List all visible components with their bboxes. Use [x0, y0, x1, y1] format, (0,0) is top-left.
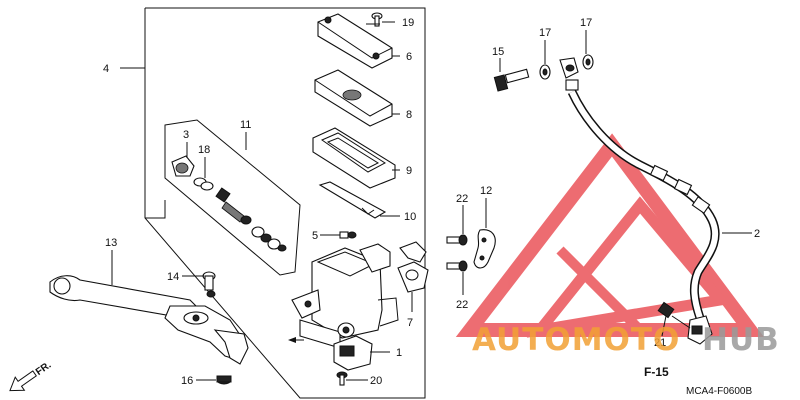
washer-17b	[582, 54, 594, 70]
bolt-22b	[446, 260, 468, 272]
screw-5	[323, 231, 357, 239]
section-reference: F-15	[644, 365, 669, 379]
float-10	[318, 181, 387, 219]
callout-22b: 22	[456, 299, 468, 311]
pivot-bolt-14	[202, 271, 216, 298]
callout-16: 16	[181, 375, 193, 387]
front-arrow: FR.	[9, 360, 54, 392]
callout-7: 7	[407, 317, 413, 329]
assembly-outline-4	[144, 7, 426, 399]
callout-2: 2	[754, 228, 760, 240]
bolt-22a	[446, 234, 468, 246]
callout-labels: 4 19 6 8 9 10 5 1 20 7 3 18 11 13 14 16 …	[103, 17, 760, 387]
callout-20: 20	[370, 375, 382, 387]
callout-12: 12	[480, 185, 492, 197]
diaphragm-9	[312, 127, 396, 189]
brake-lever-13	[49, 275, 249, 365]
callout-6: 6	[406, 51, 412, 63]
front-arrow-label: FR.	[34, 360, 54, 378]
washer-17a	[539, 64, 551, 80]
holder-7	[397, 241, 429, 293]
piston-kit-outline-11	[164, 119, 301, 276]
watermark-text: AUTOMOTO HUB	[472, 322, 780, 358]
callout-11: 11	[240, 119, 251, 131]
callout-18: 18	[198, 144, 210, 156]
callout-19: 19	[402, 17, 414, 29]
drawing-code: MCA4-F0600B	[686, 386, 752, 397]
bolt-15	[493, 68, 530, 92]
callout-3: 3	[183, 129, 189, 141]
callout-14: 14	[167, 271, 179, 283]
brake-switch-1	[333, 335, 373, 371]
callout-9: 9	[406, 165, 412, 177]
screw-20	[336, 371, 348, 386]
callout-15: 15	[492, 46, 504, 58]
piston-kit-parts	[171, 155, 287, 252]
nut-16	[216, 375, 232, 385]
callout-17b: 17	[580, 17, 592, 29]
callout-13: 13	[105, 237, 117, 249]
bracket-12	[473, 229, 496, 269]
bolt-21	[657, 301, 691, 329]
assembly-arrow	[288, 337, 304, 343]
callout-21: 21	[654, 337, 666, 349]
callout-8: 8	[406, 109, 412, 121]
callout-1: 1	[396, 347, 402, 359]
watermark-brand-part2: HUB	[702, 322, 780, 358]
callout-5: 5	[312, 230, 318, 242]
diaphragm-plate-8	[314, 69, 393, 127]
callout-22a: 22	[456, 193, 468, 205]
reservoir-cap-6	[317, 13, 393, 69]
watermark-logo	[455, 133, 764, 338]
callout-10: 10	[404, 211, 416, 223]
watermark-brand-part1: AUTOMOTO	[472, 322, 680, 358]
callout-4: 4	[103, 63, 109, 75]
brake-hose-2	[559, 57, 720, 345]
screw-19	[371, 12, 383, 27]
callout-17a: 17	[539, 27, 551, 39]
leader-lines	[111, 21, 752, 381]
master-cylinder-body	[291, 243, 399, 349]
